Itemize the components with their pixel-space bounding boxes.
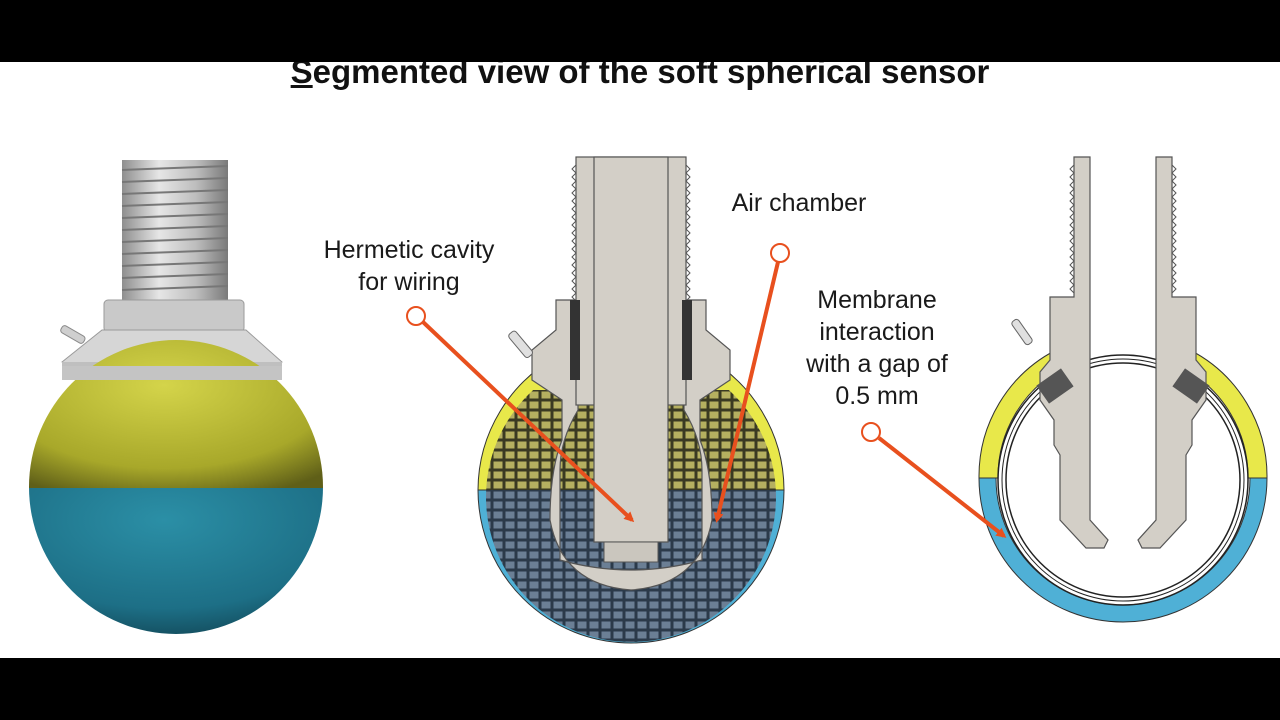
hermetic-label-line2: for wiring (358, 268, 460, 296)
threaded-stud (121, 160, 229, 300)
membrane-label-line3: with a gap of (806, 350, 948, 378)
membrane-label-line1: Membrane (817, 286, 937, 314)
diagram-canvas (29, 156, 1268, 644)
rendered-sensor (29, 160, 323, 634)
slide: Segmented view of the soft spherical sen… (0, 62, 1280, 658)
hermetic-callout-dot (406, 306, 426, 326)
air-chamber-label: Air chamber (714, 187, 884, 219)
membrane-callout-dot (861, 422, 881, 442)
membrane-label-line4: 0.5 mm (835, 382, 919, 410)
membrane-label: Membrane interaction with a gap of 0.5 m… (787, 284, 967, 412)
hermetic-arrow (421, 320, 635, 523)
title-first-letter: S (290, 62, 313, 90)
air-chamber-arrow (713, 261, 780, 523)
membrane-label-line2: interaction (819, 318, 935, 346)
air-chamber-callout-dot (770, 243, 790, 263)
air-chamber-label-text: Air chamber (731, 189, 867, 217)
hermetic-label-line1: Hermetic cavity (323, 236, 495, 264)
callout-arrows (406, 243, 1007, 538)
title-rest: egmented view of the soft spherical sens… (312, 62, 990, 90)
membrane-arrow (877, 436, 1007, 538)
page-title: Segmented view of the soft spherical sen… (0, 62, 1280, 90)
hermetic-cavity-label: Hermetic cavity for wiring (304, 234, 514, 298)
cross-section-right (978, 156, 1268, 623)
